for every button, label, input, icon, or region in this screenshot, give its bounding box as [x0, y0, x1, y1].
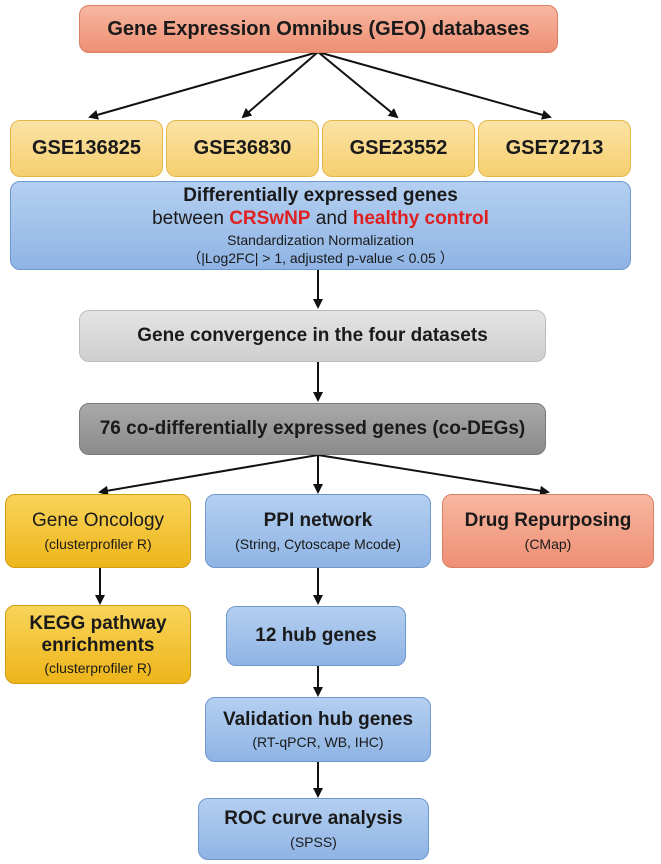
deg-normalization: Standardization Normalization: [227, 232, 414, 249]
hub-genes-title: 12 hub genes: [255, 625, 377, 647]
drug-repurposing-sub: (CMap): [524, 535, 572, 552]
kegg-sub: (clusterprofiler R): [44, 659, 152, 676]
arrow-codegs-go: [98, 454, 319, 496]
deg-threshold: （|Log2FC| > 1, adjusted p-value < 0.05 ）: [187, 250, 454, 267]
arrow-geo-gse2: [241, 51, 319, 119]
arrow-geo-gse4: [317, 51, 552, 120]
roc-title: ROC curve analysis: [224, 808, 403, 830]
dataset-box-4: GSE72713: [478, 120, 631, 177]
dataset-label: GSE136825: [32, 137, 141, 159]
drug-repurposing-title: Drug Repurposing: [464, 510, 632, 532]
gene-oncology-title: Gene Oncology: [31, 510, 165, 532]
dataset-label: GSE36830: [193, 137, 292, 159]
geo-databases-title: Gene Expression Omnibus (GEO) databases: [107, 17, 530, 40]
kegg-title-line2: enrichments: [41, 634, 155, 656]
ppi-network-title: PPI network: [263, 510, 373, 532]
validation-box: Validation hub genes (RT-qPCR, WB, IHC): [205, 697, 431, 762]
arrow-geo-gse3: [317, 51, 399, 119]
dataset-label: GSE72713: [505, 137, 604, 159]
roc-box: ROC curve analysis (SPSS): [198, 798, 429, 860]
kegg-title-line1: KEGG pathway: [29, 613, 167, 635]
ppi-network-sub: (String, Cytoscape Mcode): [235, 535, 401, 552]
geo-databases-box: Gene Expression Omnibus (GEO) databases: [79, 5, 558, 53]
codegs-title: 76 co-differentially expressed genes (co…: [99, 418, 526, 440]
deg-comparison: between CRSwNP and healthy control: [152, 208, 489, 230]
arrow-codegs-drug: [317, 454, 550, 496]
gene-oncology-sub: (clusterprofiler R): [44, 535, 152, 552]
dataset-box-2: GSE36830: [166, 120, 319, 177]
dataset-label: GSE23552: [349, 137, 448, 159]
deg-and-word: and: [315, 208, 348, 230]
gene-oncology-box: Gene Oncology (clusterprofiler R): [5, 494, 191, 568]
deg-title: Differentially expressed genes: [183, 184, 458, 206]
hub-genes-box: 12 hub genes: [226, 606, 406, 666]
dataset-box-3: GSE23552: [322, 120, 475, 177]
validation-sub: (RT-qPCR, WB, IHC): [252, 734, 384, 751]
deg-between-word: between: [152, 208, 224, 230]
deg-group-crswnp: CRSwNP: [229, 208, 311, 230]
drug-repurposing-box: Drug Repurposing (CMap): [442, 494, 654, 568]
codegs-box: 76 co-differentially expressed genes (co…: [79, 403, 546, 455]
roc-sub: (SPSS): [290, 833, 337, 850]
dataset-box-1: GSE136825: [10, 120, 163, 177]
validation-title: Validation hub genes: [222, 708, 414, 730]
ppi-network-box: PPI network (String, Cytoscape Mcode): [205, 494, 431, 568]
arrow-geo-gse1: [88, 51, 319, 120]
deg-box: Differentially expressed genes between C…: [10, 181, 631, 270]
kegg-box: KEGG pathway enrichments (clusterprofile…: [5, 605, 191, 684]
deg-group-healthy: healthy control: [352, 208, 489, 230]
convergence-box: Gene convergence in the four datasets: [79, 310, 546, 362]
convergence-title: Gene convergence in the four datasets: [137, 325, 488, 347]
